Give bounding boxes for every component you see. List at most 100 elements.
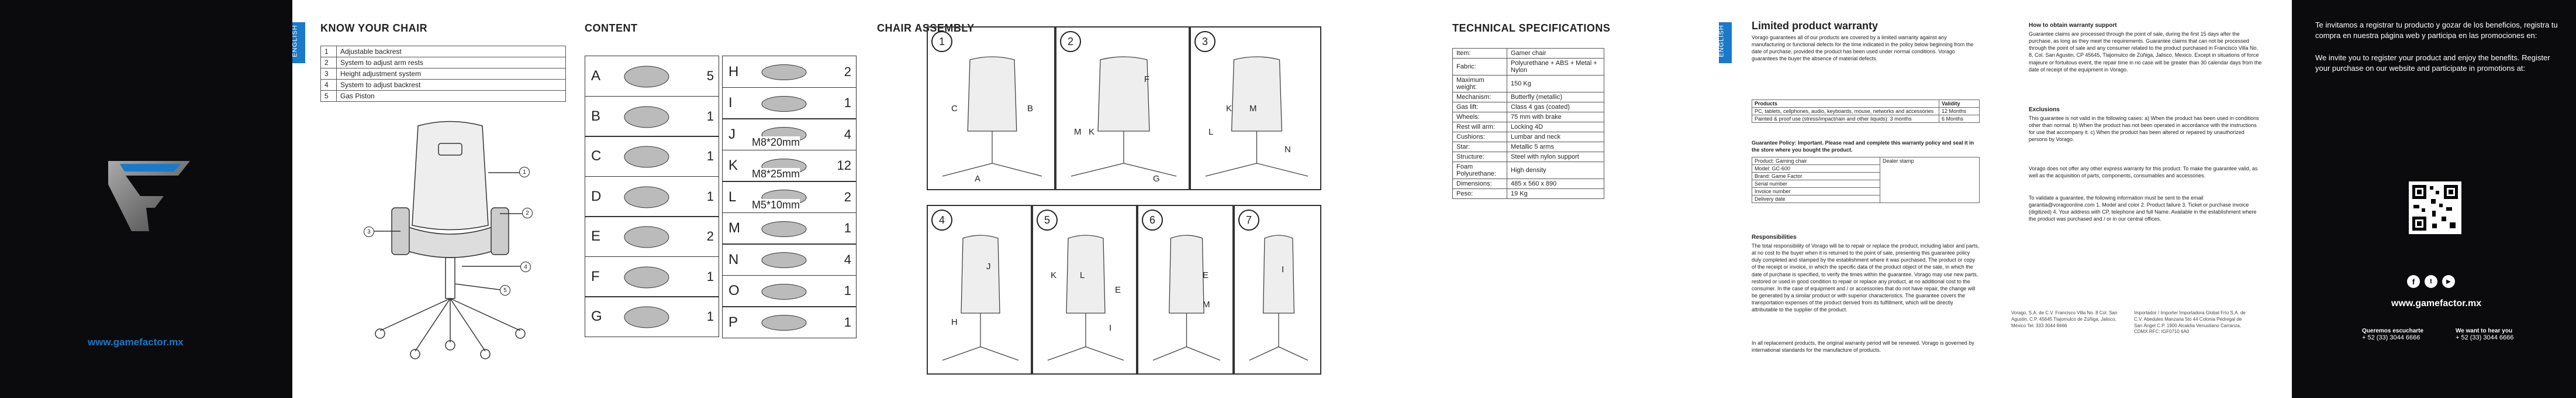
spec-key: Star: <box>1452 142 1507 152</box>
item-letter: L <box>728 188 737 205</box>
resp-text-2: In all replacement products, the origina… <box>1752 340 1974 354</box>
spec-value: Locking 4D <box>1507 122 1604 132</box>
part-letter-label: I <box>1282 265 1284 275</box>
part-label: Adjustable backrest <box>336 46 566 57</box>
youtube-icon[interactable]: ▶ <box>2442 275 2455 288</box>
resp-text: The total responsibility of Vorago will … <box>1752 243 1980 313</box>
step-illustration <box>937 232 1024 367</box>
callout-3: 3 <box>364 227 374 237</box>
brand-logo-icon <box>108 161 190 231</box>
step-number: 5 <box>1037 210 1058 231</box>
part-icon <box>614 141 679 173</box>
back-website-link[interactable]: www.gamefactor.mx <box>2391 298 2482 308</box>
form-field[interactable]: Serial number <box>1752 180 1880 188</box>
warranty-panel: ENGLISH Limited product warranty Vorago … <box>1718 0 2292 398</box>
form-field[interactable]: Invoice number <box>1752 187 1880 195</box>
part-letter-label: L <box>1080 270 1085 280</box>
spec-key: Foam Polyurethane: <box>1452 162 1507 179</box>
callout-4: 4 <box>520 262 531 272</box>
validity-cell: Painted & proof use (stress/impact/rain … <box>1752 115 1939 123</box>
spec-row: Dimensions:485 x 560 x 890 <box>1452 179 1604 189</box>
step-illustration <box>1042 232 1130 367</box>
part-letter-label: C <box>951 104 958 114</box>
part-label: System to adjust backrest <box>336 79 566 91</box>
part-icon <box>614 61 679 92</box>
item-letter: J <box>728 126 735 142</box>
facebook-icon[interactable]: f <box>2407 275 2420 288</box>
item-letter: F <box>591 268 600 284</box>
part-label: Height adjustment system <box>336 68 566 80</box>
how-text: Guarantee claims are processed through t… <box>2029 31 2262 73</box>
part-letter-label: L <box>1208 127 1214 137</box>
step-number: 3 <box>1194 31 1216 52</box>
item-letter: H <box>728 63 739 80</box>
back-panel: Te invitamos a registrar tu producto y g… <box>2292 0 2576 398</box>
step-number: 6 <box>1142 210 1163 231</box>
validity-cell: 12 Months <box>1939 107 1980 115</box>
form-field[interactable]: Delivery date <box>1752 195 1880 203</box>
qr-code-icon[interactable] <box>2409 181 2461 234</box>
website-link[interactable]: www.gamefactor.mx <box>88 337 184 348</box>
spec-value: 485 x 560 x 890 <box>1507 179 1604 189</box>
spec-value: 75 mm with brake <box>1507 112 1604 122</box>
item-qty: 2 <box>706 229 714 243</box>
spec-key: Mechanism: <box>1452 92 1507 102</box>
spec-key: Structure: <box>1452 152 1507 162</box>
cover-panel: www.gamefactor.mx <box>0 0 292 398</box>
spec-value: Steel with nylon support <box>1507 152 1604 162</box>
spec-key: Gas lift: <box>1452 102 1507 112</box>
validity-cell: PC, tablets, cellphones, audio, keyboard… <box>1752 107 1939 115</box>
validity-row: Painted & proof use (stress/impact/rain … <box>1752 115 1980 123</box>
part-label: System to adjust arm rests <box>336 57 566 68</box>
form-field[interactable]: Product: Gaming chair <box>1752 157 1880 165</box>
spec-row: Star:Metallic 5 arms <box>1452 142 1604 152</box>
twitter-icon[interactable]: t <box>2425 275 2437 288</box>
part-number: 2 <box>320 57 337 68</box>
validity-cell: 6 Months <box>1939 115 1980 123</box>
part-letter-label: F <box>1144 74 1150 84</box>
section-title: KNOW YOUR CHAIR <box>320 22 428 34</box>
part-letter-label: A <box>975 174 981 184</box>
item-letter: A <box>591 68 601 84</box>
spec-key: Rest will arm: <box>1452 122 1507 132</box>
spec-value: Metallic 5 arms <box>1507 142 1604 152</box>
warranty-title: Limited product warranty <box>1752 20 1879 32</box>
item-qty: 1 <box>844 283 851 298</box>
callout-5: 5 <box>500 285 510 296</box>
specs-panel: TECHNICAL SPECIFICATIONS Item:Gamer chai… <box>1444 0 1719 398</box>
step-illustration <box>1147 232 1226 367</box>
form-field[interactable]: Brand: Game Factor <box>1752 172 1880 180</box>
item-letter: P <box>728 314 738 330</box>
part-letter-label: K <box>1051 270 1057 280</box>
part-number: 3 <box>320 68 337 80</box>
language-tab: ENGLISH <box>292 22 305 63</box>
spec-row: Peso:19 Kg <box>1452 188 1604 199</box>
spec-row: Item:Gamer chair <box>1452 48 1604 59</box>
spec-row: Rest will arm:Locking 4D <box>1452 122 1604 132</box>
spec-value: Class 4 gas (coated) <box>1507 102 1604 112</box>
item-qty: 1 <box>844 95 851 110</box>
part-letter-label: M <box>1249 104 1257 114</box>
part-letter-label: K <box>1089 127 1095 137</box>
item-note: M8*25mm <box>752 167 800 180</box>
form-field[interactable]: Model: GC-600 <box>1752 164 1880 173</box>
part-icon <box>614 221 679 253</box>
item-letter: N <box>728 251 739 267</box>
